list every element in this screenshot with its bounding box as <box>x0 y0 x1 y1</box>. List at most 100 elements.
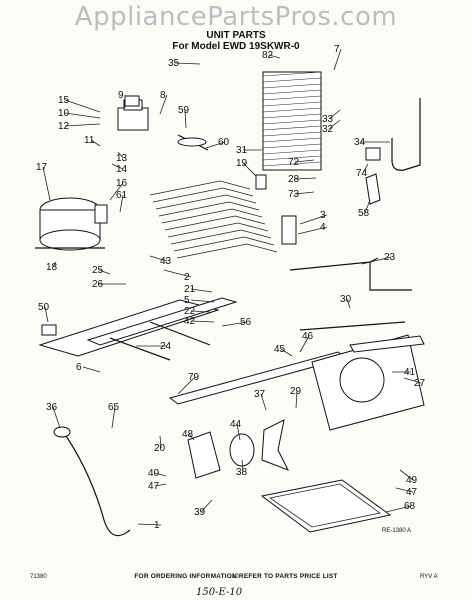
compressor <box>35 197 108 251</box>
callout-label: 23 <box>384 252 396 263</box>
title-line-2: For Model EWD 19SKWR-0 <box>172 41 300 52</box>
leader-line <box>52 261 57 268</box>
leader-line <box>241 459 244 473</box>
evaporator-fin <box>262 149 322 155</box>
drain-pan <box>260 479 392 533</box>
condenser-tube <box>158 201 260 217</box>
callout-label: 45 <box>274 344 286 355</box>
leader-line <box>333 48 342 71</box>
callout-label: 60 <box>218 137 230 148</box>
callout-label: 13 <box>116 153 128 164</box>
leader-line <box>163 269 192 278</box>
callout-leaders <box>42 48 422 526</box>
leader-line <box>119 194 124 213</box>
callout-label: 28 <box>288 174 300 185</box>
callout-label: 47 <box>148 481 160 492</box>
leader-line <box>154 472 167 477</box>
callout-label: 8 <box>160 90 166 101</box>
evaporator-fin <box>262 113 322 119</box>
leader-line <box>362 163 369 174</box>
leader-line <box>154 483 167 487</box>
leader-line <box>364 199 371 214</box>
callout-label: 22 <box>184 306 196 317</box>
leader-line <box>395 487 414 493</box>
callout-label: 41 <box>404 367 416 378</box>
callout-label: 9 <box>118 90 124 101</box>
evaporator-fin <box>262 161 322 167</box>
evaporator-fin <box>262 77 322 83</box>
leader-line <box>137 523 162 526</box>
page-number: 10 <box>232 574 239 580</box>
callout-label: 36 <box>46 402 58 413</box>
leader-line <box>294 159 315 163</box>
callout-label: 46 <box>302 331 314 342</box>
leader-line <box>90 139 101 147</box>
callout-label: 7 <box>334 44 340 55</box>
callout-label: 4 <box>320 222 326 233</box>
leader-line <box>174 62 201 65</box>
callout-label: 14 <box>116 164 128 175</box>
title-line-1: UNIT PARTS <box>206 30 266 41</box>
leader-line <box>42 166 51 201</box>
leader-line <box>190 288 213 293</box>
fan-bracket <box>187 431 221 479</box>
leader-line <box>295 390 298 409</box>
leader-line <box>236 423 241 441</box>
condenser-tube <box>164 215 266 231</box>
evaporator-fin <box>262 107 322 113</box>
callout-label: 20 <box>154 443 166 454</box>
leader-line <box>294 177 317 180</box>
condenser-coil <box>149 180 278 259</box>
callout-label: 50 <box>38 302 50 313</box>
evaporator-fin <box>262 137 322 143</box>
evaporator-coil <box>262 71 322 171</box>
callout-label: 12 <box>58 121 70 132</box>
callout-label: 31 <box>236 145 248 156</box>
callout-label: 79 <box>188 372 200 383</box>
leader-line <box>64 112 101 119</box>
part-60 <box>177 134 209 151</box>
evaporator-fin <box>262 101 322 107</box>
watermark: AppliancePartsPros.com <box>74 2 398 32</box>
condenser-tube <box>167 222 269 238</box>
leader-line <box>64 99 101 113</box>
callout-label: 48 <box>182 429 194 440</box>
leader-line <box>52 406 61 429</box>
callout-label: 2 <box>184 272 190 283</box>
part-9 <box>124 95 140 107</box>
leader-line <box>188 433 195 441</box>
fan-motor <box>229 419 290 471</box>
evaporator-fin <box>262 83 322 89</box>
condenser-tube <box>170 229 272 245</box>
callout-label: 65 <box>108 402 120 413</box>
leader-line <box>268 54 281 59</box>
leader-line <box>200 499 213 513</box>
callout-label: 37 <box>254 389 266 400</box>
leader-line <box>403 377 422 384</box>
evaporator-fin <box>262 95 322 101</box>
callout-label: 59 <box>178 105 190 116</box>
leader-line <box>260 393 267 411</box>
callout-label: 82 <box>262 50 274 61</box>
leader-line <box>361 256 392 265</box>
condenser-tube <box>155 194 257 210</box>
callout-label: 38 <box>236 467 248 478</box>
leader-line <box>64 123 101 127</box>
leader-line <box>190 310 211 313</box>
callout-label: 44 <box>230 419 242 430</box>
leader-line <box>242 162 257 177</box>
callout-label: 3 <box>320 210 326 221</box>
callout-label: 25 <box>92 265 104 276</box>
part-58 <box>365 173 381 205</box>
callout-label: 10 <box>58 108 70 119</box>
power-cord <box>53 426 131 537</box>
leader-line <box>184 109 187 129</box>
callout-label: 49 <box>406 475 418 486</box>
leader-line <box>346 298 351 309</box>
evaporator-fin <box>262 125 322 131</box>
leader-line <box>299 214 328 225</box>
callout-label: 30 <box>340 294 352 305</box>
leader-line <box>82 366 101 373</box>
